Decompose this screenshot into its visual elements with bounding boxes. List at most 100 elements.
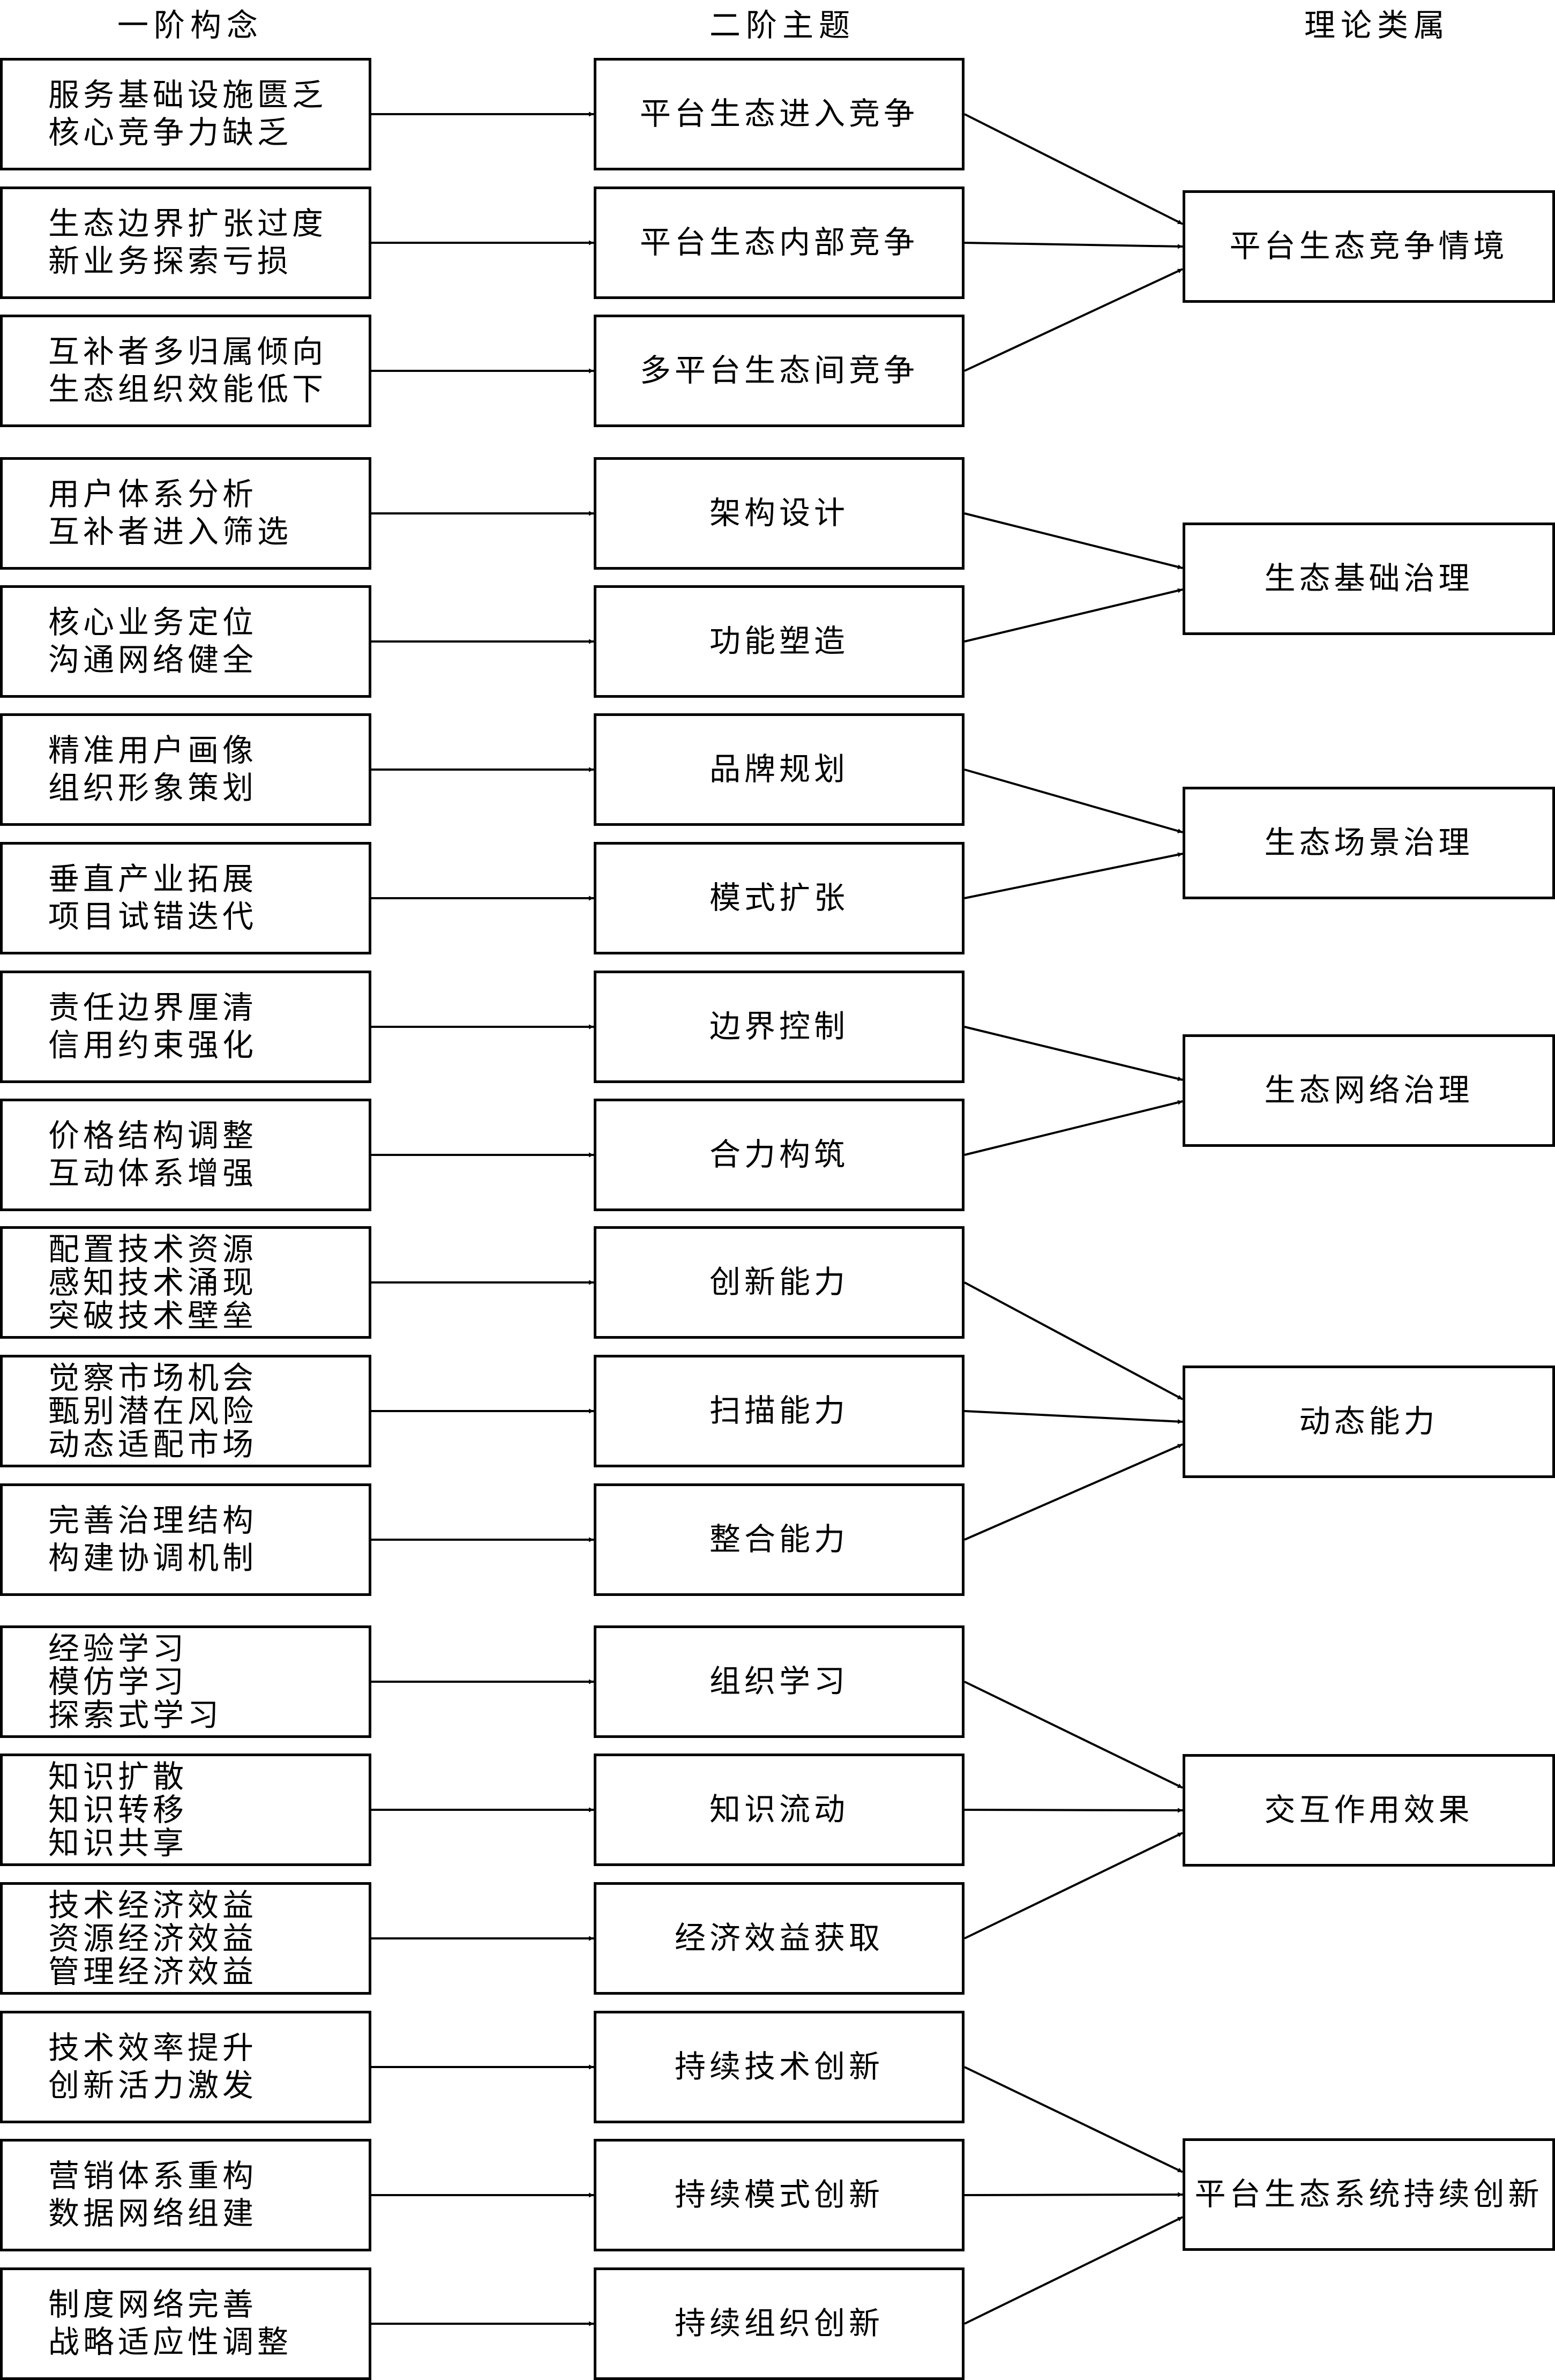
second-order-theme-box: 整合能力	[594, 1483, 965, 1596]
first-order-concept-text: 探索式学习	[48, 1697, 223, 1734]
first-order-concept-text: 精准用户画像	[48, 732, 258, 769]
category-box: 生态网络治理	[1183, 1034, 1555, 1147]
first-order-concept-text: 核心竞争力缺乏	[48, 114, 293, 151]
first-order-concept-box: 制度网络完善战略适应性调整	[0, 2267, 371, 2380]
second-order-theme-box: 平台生态进入竞争	[594, 58, 965, 170]
first-order-concept-text: 服务基础设施匮乏	[48, 77, 327, 114]
first-order-concept-text: 责任边界厘清	[48, 989, 258, 1026]
second-order-theme-text: 边界控制	[709, 1008, 849, 1045]
category-text: 生态网络治理	[1264, 1072, 1474, 1109]
second-order-theme-text: 品牌规划	[709, 751, 849, 788]
category-box: 生态基础治理	[1183, 523, 1555, 635]
first-order-concept-text: 动态适配市场	[48, 1426, 258, 1463]
first-order-concept-text: 构建协调机制	[48, 1540, 258, 1576]
category-text: 平台生态系统持续创新	[1194, 2176, 1543, 2213]
first-order-concept-text: 用户体系分析	[48, 476, 258, 513]
first-order-concept-text: 互动体系增强	[48, 1155, 258, 1191]
first-order-concept-text: 数据网络组建	[48, 2195, 258, 2232]
theme-to-category-arrow	[964, 1832, 1183, 1939]
theme-to-category-arrow	[964, 1026, 1183, 1081]
first-order-concept-text: 知识扩散	[48, 1758, 188, 1795]
second-order-theme-box: 知识流动	[594, 1754, 965, 1866]
first-order-concept-text: 感知技术涌现	[48, 1264, 258, 1301]
category-text: 生态场景治理	[1264, 824, 1474, 861]
second-order-theme-text: 持续组织创新	[674, 2305, 884, 2342]
first-order-concept-box: 生态边界扩张过度新业务探索亏损	[0, 186, 371, 299]
first-order-concept-box: 责任边界厘清信用约束强化	[0, 971, 371, 1083]
first-order-concept-text: 互补者多归属倾向	[48, 333, 327, 370]
second-order-theme-text: 持续模式创新	[674, 2176, 884, 2213]
header-first-order: 一阶构念	[117, 7, 263, 43]
category-text: 生态基础治理	[1264, 560, 1474, 597]
second-order-theme-box: 架构设计	[594, 457, 965, 570]
first-order-concept-box: 觉察市场机会甄别潜在风险动态适配市场	[0, 1355, 371, 1467]
second-order-theme-box: 持续模式创新	[594, 2139, 965, 2251]
first-order-concept-text: 价格结构调整	[48, 1117, 258, 1154]
second-order-theme-box: 合力构筑	[594, 1099, 965, 1211]
category-text: 动态能力	[1299, 1403, 1439, 1440]
category-box: 动态能力	[1183, 1366, 1555, 1478]
first-order-concept-text: 信用约束强化	[48, 1027, 258, 1063]
theme-to-category-arrow	[964, 113, 1183, 225]
first-order-concept-text: 突破技术壁垒	[48, 1297, 258, 1334]
second-order-theme-box: 模式扩张	[594, 842, 965, 954]
first-order-concept-box: 垂直产业拓展项目试错迭代	[0, 842, 371, 954]
second-order-theme-box: 经济效益获取	[594, 1882, 965, 1995]
category-box: 平台生态竞争情境	[1183, 190, 1555, 303]
first-order-concept-text: 组织形象策划	[48, 770, 258, 806]
first-order-concept-text: 新业务探索亏损	[48, 243, 293, 279]
first-order-concept-text: 觉察市场机会	[48, 1359, 258, 1396]
theme-to-category-arrow	[964, 1410, 1183, 1424]
first-order-concept-box: 完善治理结构构建协调机制	[0, 1483, 371, 1596]
first-order-concept-box: 配置技术资源感知技术涌现突破技术壁垒	[0, 1226, 371, 1339]
first-order-concept-text: 甄别潜在风险	[48, 1392, 258, 1429]
first-order-concept-text: 经验学习	[48, 1630, 188, 1667]
first-order-concept-text: 生态组织效能低下	[48, 371, 327, 407]
category-box: 交互作用效果	[1183, 1754, 1555, 1867]
second-order-theme-text: 扫描能力	[709, 1392, 849, 1429]
second-order-theme-text: 架构设计	[709, 495, 849, 532]
header-category: 理论类属	[1304, 7, 1450, 43]
first-order-concept-box: 价格结构调整互动体系增强	[0, 1099, 371, 1211]
first-order-concept-text: 互补者进入筛选	[48, 513, 293, 550]
first-order-concept-text: 生态边界扩张过度	[48, 205, 327, 242]
category-box: 生态场景治理	[1183, 787, 1555, 899]
theme-to-category-arrow	[964, 2066, 1183, 2173]
first-order-concept-text: 知识共享	[48, 1825, 188, 1862]
first-order-concept-text: 垂直产业拓展	[48, 861, 258, 898]
second-order-theme-box: 功能塑造	[594, 585, 965, 698]
second-order-theme-box: 扫描能力	[594, 1355, 965, 1467]
second-order-theme-text: 创新能力	[709, 1264, 849, 1301]
second-order-theme-box: 持续技术创新	[594, 2011, 965, 2123]
first-order-concept-box: 核心业务定位沟通网络健全	[0, 585, 371, 698]
first-order-concept-text: 技术效率提升	[48, 2030, 258, 2066]
first-order-concept-text: 战略适应性调整	[48, 2324, 293, 2360]
first-order-concept-text: 知识转移	[48, 1791, 188, 1828]
header-second-order: 二阶主题	[709, 7, 855, 43]
theme-to-category-arrow	[964, 1681, 1183, 1789]
theme-to-category-arrow	[964, 1443, 1183, 1541]
first-order-concept-text: 管理经济效益	[48, 1953, 258, 1990]
first-order-concept-box: 知识扩散知识转移知识共享	[0, 1754, 371, 1866]
second-order-theme-box: 持续组织创新	[594, 2267, 965, 2380]
first-order-concept-box: 服务基础设施匮乏核心竞争力缺乏	[0, 58, 371, 170]
second-order-theme-text: 持续技术创新	[674, 2048, 884, 2085]
second-order-theme-box: 多平台生态间竞争	[594, 315, 965, 427]
first-order-concept-text: 配置技术资源	[48, 1230, 258, 1267]
first-order-concept-box: 互补者多归属倾向生态组织效能低下	[0, 315, 371, 427]
theme-to-category-arrow	[964, 1281, 1183, 1400]
first-order-concept-text: 沟通网络健全	[48, 641, 258, 678]
second-order-theme-text: 多平台生态间竞争	[639, 352, 918, 389]
first-order-concept-text: 技术经济效益	[48, 1886, 258, 1923]
second-order-theme-text: 经济效益获取	[674, 1920, 884, 1957]
second-order-theme-box: 品牌规划	[594, 713, 965, 826]
second-order-theme-box: 平台生态内部竞争	[594, 186, 965, 299]
second-order-theme-text: 平台生态内部竞争	[639, 224, 918, 261]
category-text: 平台生态竞争情境	[1229, 228, 1508, 265]
first-order-concept-box: 经验学习模仿学习探索式学习	[0, 1625, 371, 1738]
theme-to-category-arrow	[964, 852, 1183, 899]
first-order-concept-box: 技术经济效益资源经济效益管理经济效益	[0, 1882, 371, 1995]
first-order-concept-box: 营销体系重构数据网络组建	[0, 2139, 371, 2251]
